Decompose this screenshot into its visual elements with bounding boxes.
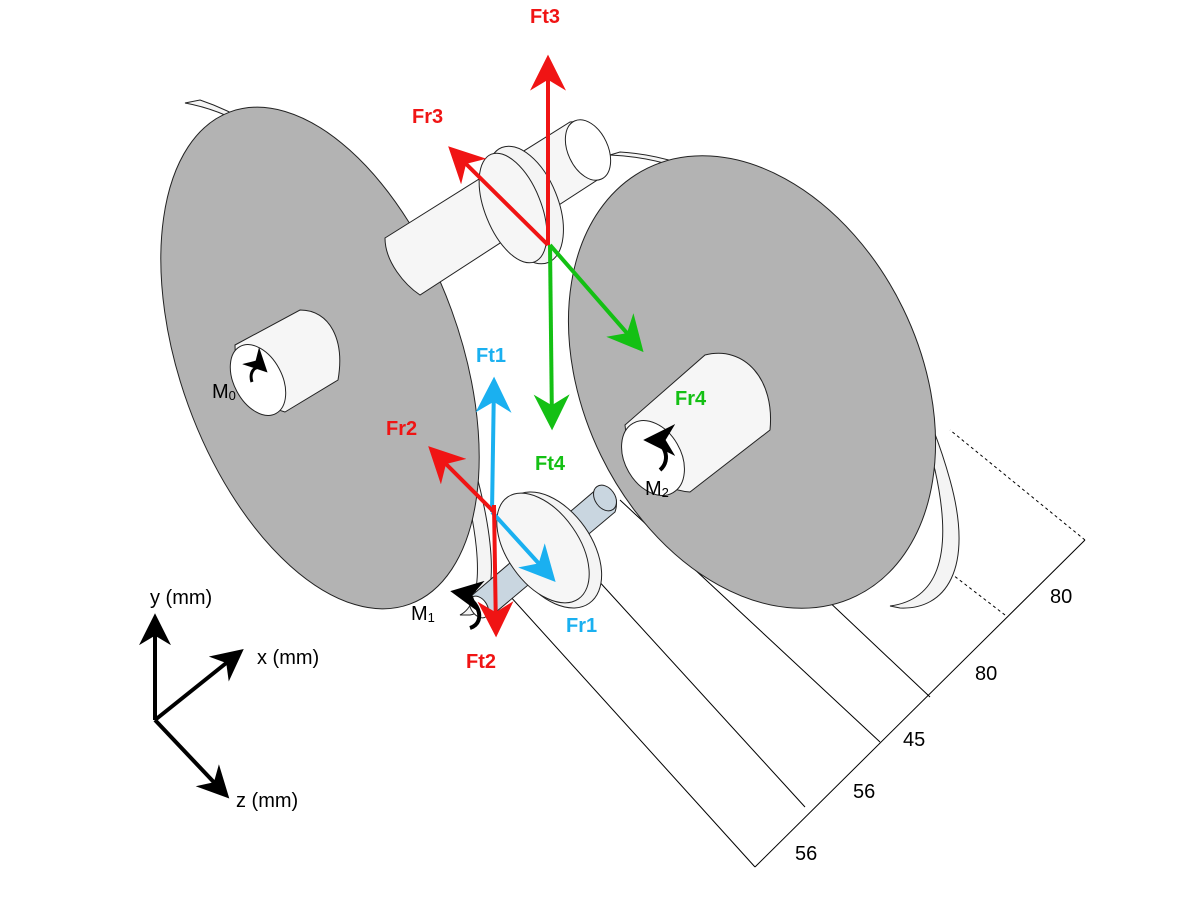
fr1-label: Fr1 bbox=[566, 615, 597, 637]
z-axis-arrow bbox=[153, 718, 230, 799]
moment-m2: M2 bbox=[643, 424, 676, 500]
y-axis-label: y (mm) bbox=[150, 587, 212, 609]
moment-m0-letter: M bbox=[212, 381, 229, 403]
ft1-label: Ft1 bbox=[476, 345, 506, 367]
upper-gear-forces bbox=[448, 54, 644, 431]
x-axis-label: x (mm) bbox=[257, 647, 319, 669]
moment-m1-letter: M bbox=[411, 603, 428, 625]
moment-m2-letter: M bbox=[645, 478, 662, 500]
moment-m1-arrow-icon bbox=[450, 580, 485, 630]
ft4-label: Ft4 bbox=[535, 453, 566, 475]
lower-gear-forces bbox=[428, 376, 556, 638]
ft4-arrow bbox=[533, 244, 570, 431]
moment-m0-arrow-icon bbox=[242, 347, 268, 383]
fr2-arrow bbox=[428, 446, 496, 514]
moment-m0-sub: 0 bbox=[229, 388, 236, 403]
dimension-label-1: 80 bbox=[1050, 586, 1072, 608]
fr4-arrow bbox=[548, 243, 644, 353]
fr4-label: Fr4 bbox=[675, 388, 707, 410]
z-axis-label: z (mm) bbox=[236, 790, 298, 812]
moment-m1-sub: 1 bbox=[428, 610, 435, 625]
dimension-label-5: 56 bbox=[795, 843, 817, 865]
svg-text:M2: M2 bbox=[645, 478, 669, 500]
ft2-arrow bbox=[477, 504, 514, 638]
svg-text:M0: M0 bbox=[212, 381, 236, 403]
fr2-label: Fr2 bbox=[386, 418, 417, 440]
moment-m2-arrow-icon bbox=[643, 424, 676, 472]
moment-m0: M0 bbox=[212, 347, 268, 403]
dimension-label-4: 56 bbox=[853, 781, 875, 803]
fr1-arrow bbox=[490, 510, 556, 582]
ft3-label: Ft3 bbox=[530, 6, 560, 28]
dimension-label-3: 45 bbox=[903, 729, 925, 751]
x-axis-arrow bbox=[153, 649, 244, 722]
moment-m2-sub: 2 bbox=[662, 485, 669, 500]
fr3-label: Fr3 bbox=[412, 106, 443, 128]
dimension-label-2: 80 bbox=[975, 663, 997, 685]
ft1-arrow bbox=[475, 376, 512, 513]
ft2-label: Ft2 bbox=[466, 651, 496, 673]
svg-text:M1: M1 bbox=[411, 603, 435, 625]
coordinate-axes: y (mm) x (mm) z (mm) bbox=[139, 587, 319, 812]
moment-m1: M1 bbox=[411, 580, 485, 630]
fr3-arrow bbox=[448, 146, 550, 247]
